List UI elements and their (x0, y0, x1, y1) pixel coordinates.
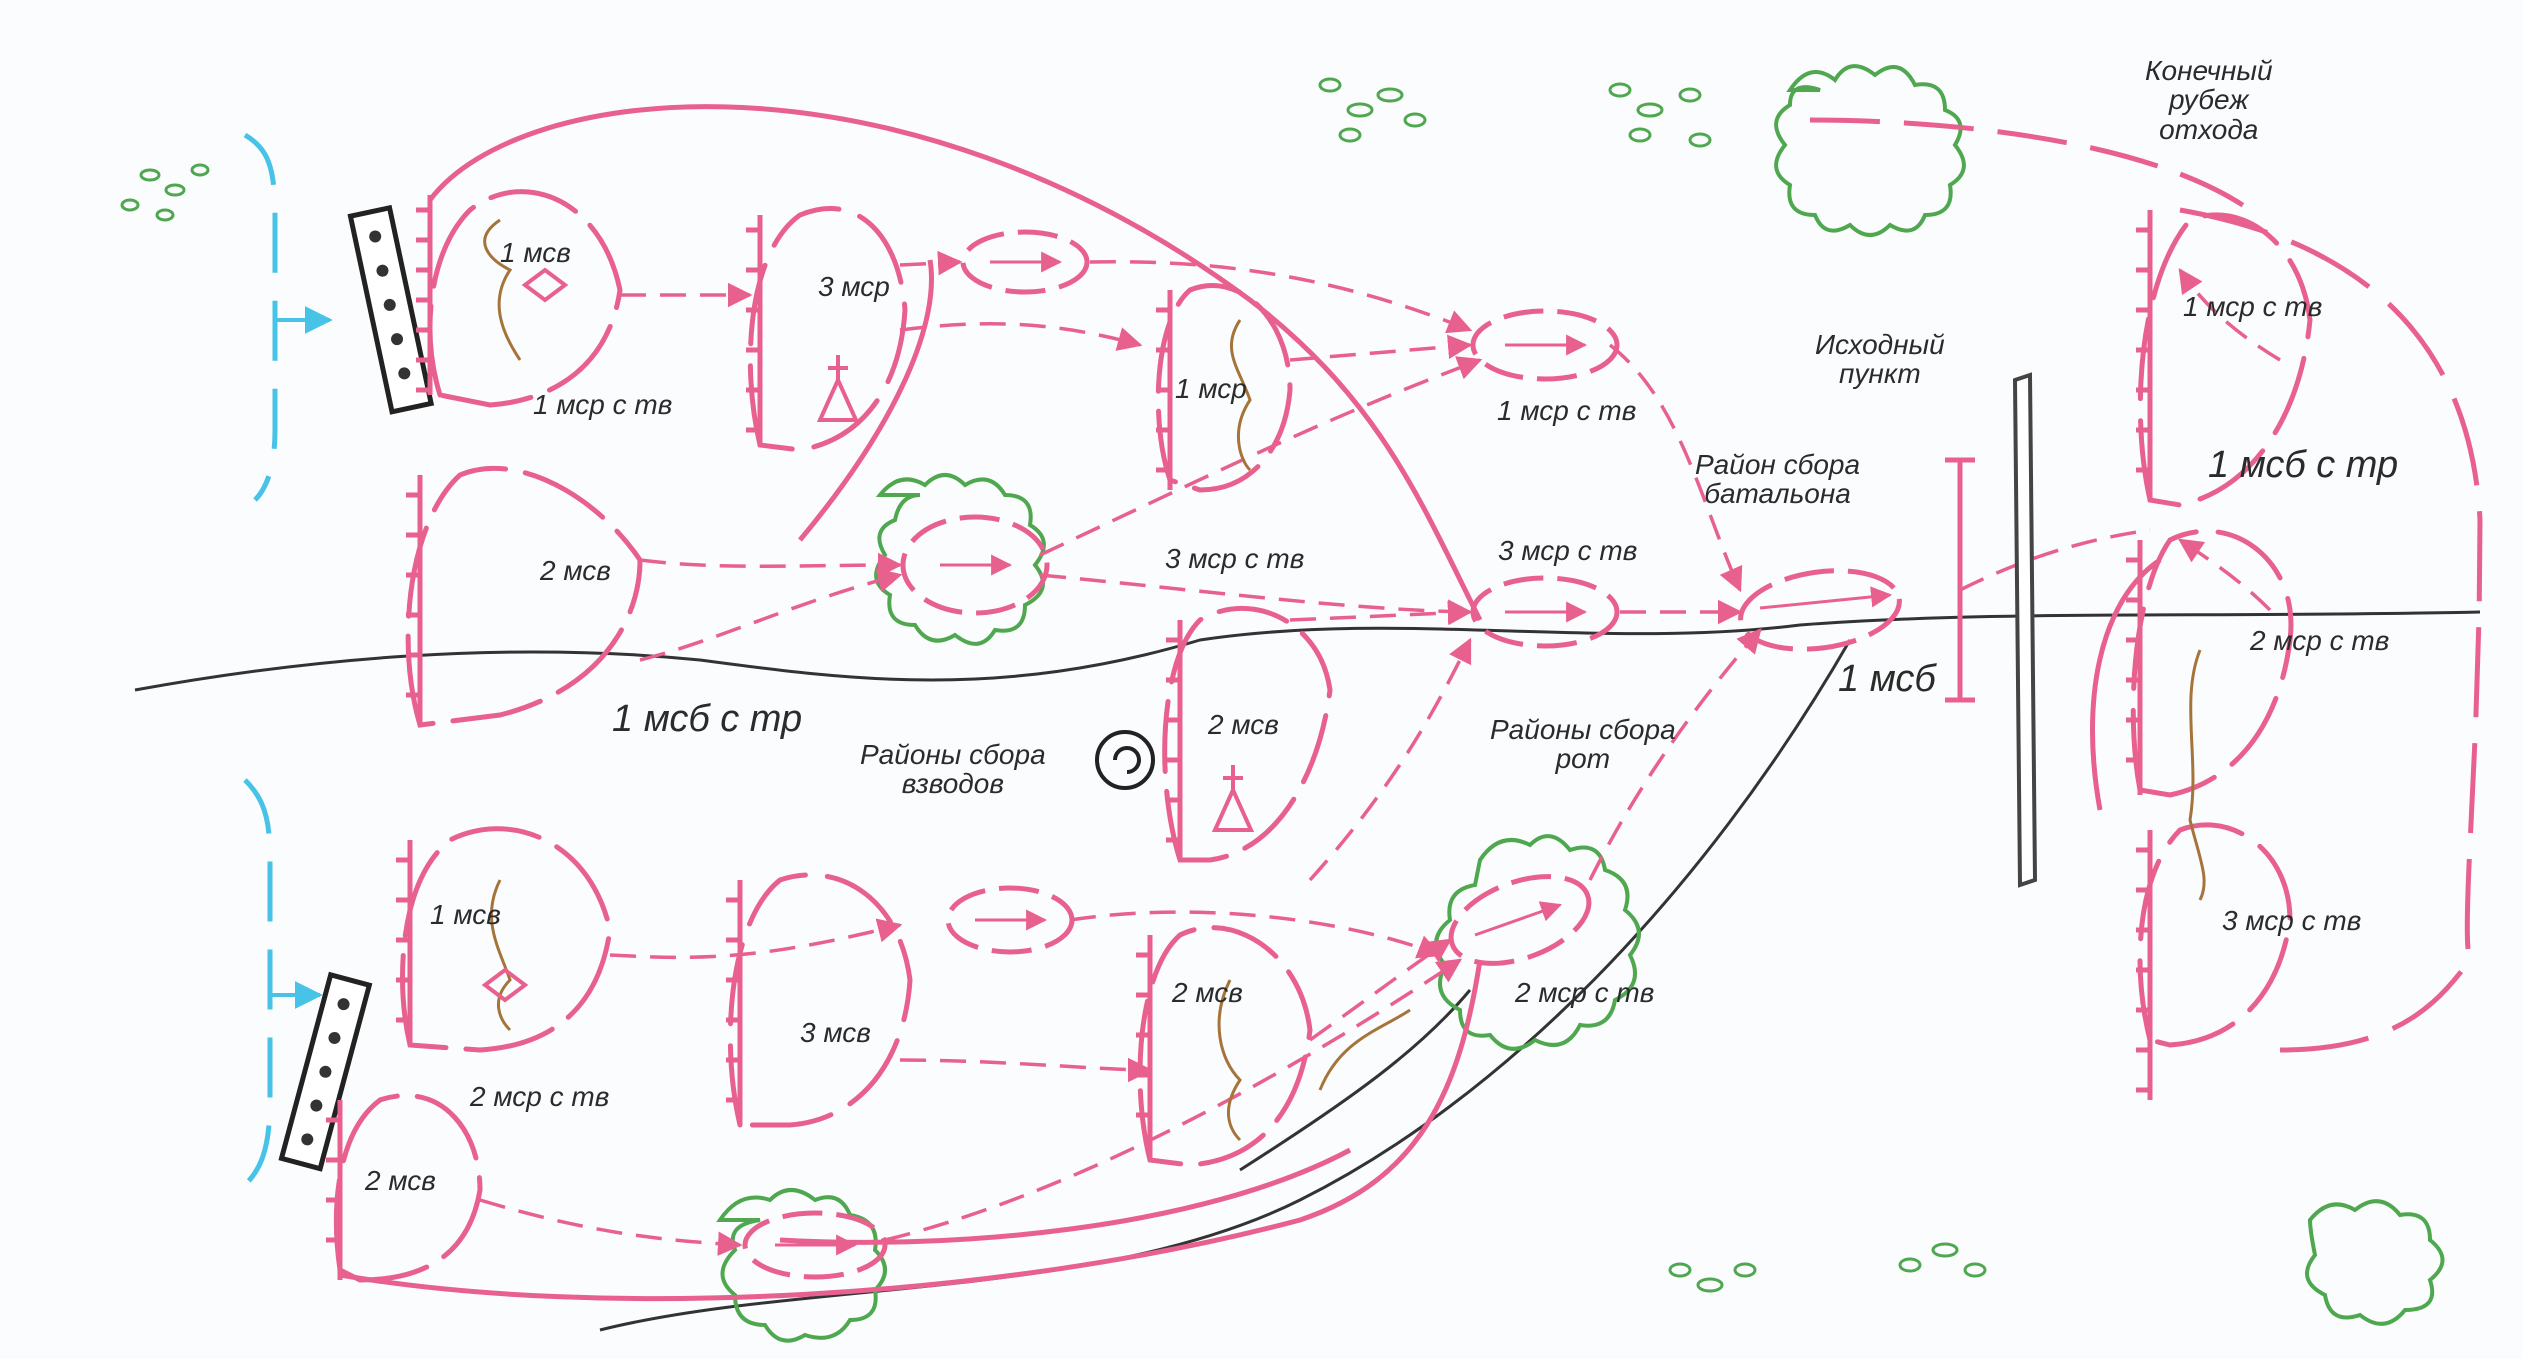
unit-label: 3 мср с тв (1165, 543, 1305, 574)
asm-battalion (1738, 568, 1902, 652)
unit-label: 3 мср с тв (2222, 905, 2362, 936)
road-line-diagonal (599, 639, 1852, 1332)
cp-symbols (481, 267, 1255, 1003)
unit-label: 2 мср с тв (1515, 977, 1655, 1008)
road-line-lower (1239, 989, 1472, 1172)
label-initial-point: Исходный пункт (1815, 329, 1945, 390)
sweep-top-outer (428, 104, 1483, 622)
label-msb-tr-right: 1 мсб с тр (2208, 444, 2399, 486)
sweep-top-inner (798, 259, 934, 542)
unit-label: 1 мсв (500, 237, 571, 268)
forest-bottom-center (716, 1188, 887, 1343)
asm-bot-3 (742, 1210, 888, 1280)
initial-point (1945, 457, 1975, 703)
pos-top-3msr (747, 206, 908, 453)
unit-label: 1 мср (1175, 373, 1247, 404)
sweep-top-right (1809, 117, 2252, 213)
pos-right-2msr (2130, 528, 2294, 798)
unit-label: 3 мср с тв (1498, 535, 1638, 566)
label-final-line: Конечный рубеж отхода (2145, 55, 2273, 145)
pos-bot-2msv-b (333, 1093, 483, 1283)
sweep-bottom-outer (339, 959, 1483, 1302)
pos-mid-2msv-b (1162, 605, 1333, 863)
forest-lower-right (1434, 834, 1641, 1051)
unit-label: 1 мср с тв (1497, 395, 1637, 426)
pos-mid-2msv (405, 465, 643, 728)
unit-label: 3 мсв (800, 1017, 871, 1048)
friendly-lines (243, 132, 278, 1187)
medical-tent-mid (1211, 765, 1255, 832)
forest-top-right (1774, 64, 1966, 237)
unit-label: 1 мср с тв (533, 389, 673, 420)
unit-label: 1 мсв (430, 899, 501, 930)
gas-symbol (1095, 730, 1155, 790)
forest-patches (716, 64, 2445, 1343)
unit-label: 1 мср с тв (2183, 291, 2323, 322)
vehicle-tracks (483, 218, 2206, 1142)
friendly-arrows (270, 306, 333, 1009)
cp-diamond-bottom (481, 967, 529, 1003)
unit-label: 2 мсв (540, 555, 611, 586)
pos-right-3msr (2137, 822, 2293, 1048)
asm-mid-2 (1470, 575, 1620, 649)
asm-bot-2 (1448, 874, 1592, 966)
unit-label: 3 мср (818, 271, 890, 302)
river-bar (2012, 372, 2038, 888)
forest-bottom-right (2305, 1199, 2445, 1326)
pos-top-1msv (427, 189, 623, 408)
unit-label: 2 мсв (1208, 709, 1279, 740)
scrub-marks (120, 77, 1987, 1293)
obstacle-box-bottom (278, 971, 373, 1172)
unit-label: 2 мср с тв (2250, 625, 2390, 656)
sweep-right-outer (2179, 207, 2483, 1053)
unit-label: 2 мср с тв (470, 1081, 610, 1112)
medical-tent-top (816, 355, 860, 422)
friendly-line-top (243, 132, 278, 502)
obstacle-box-top (347, 204, 435, 415)
movement-routes (479, 250, 2281, 1257)
trench-combs (326, 195, 2153, 1280)
pos-bot-1msv (400, 826, 613, 1053)
pos-bot-3msv (727, 872, 913, 1128)
label-company-assembly: Районы сбора рот (1490, 714, 1676, 775)
label-msb: 1 мсб (1838, 658, 1936, 700)
label-platoon-assembly: Районы сбора взводов (860, 739, 1046, 800)
unit-label: 2 мсв (1172, 977, 1243, 1008)
label-battalion-assembly: Район сбора батальона (1695, 449, 1861, 510)
friendly-line-bottom (243, 778, 273, 1187)
unit-label: 2 мсв (365, 1165, 436, 1196)
label-msb-tr-left: 1 мсб с тр (612, 698, 803, 740)
assembly-arrows (775, 251, 1893, 1256)
asm-top-1 (960, 229, 1090, 295)
pos-bot-2msv (1137, 925, 1313, 1168)
asm-top-2 (1470, 308, 1620, 382)
asm-mid-1 (900, 514, 1050, 616)
cp-diamond-top (521, 267, 569, 303)
assembly-areas (742, 229, 1902, 1280)
